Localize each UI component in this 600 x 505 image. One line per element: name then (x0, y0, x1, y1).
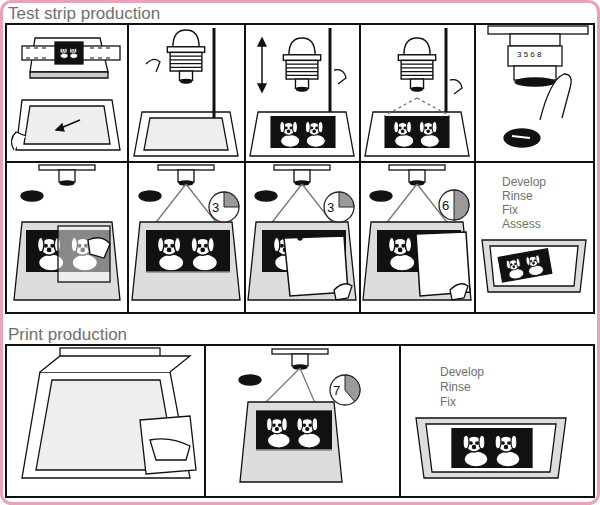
process-step: Fix (440, 396, 456, 409)
aperture-scale: 3 5 6 8 (516, 51, 542, 60)
process-step: Fix (502, 204, 518, 217)
timer-minutes: 3 (327, 201, 334, 215)
process-step: Rinse (502, 190, 533, 203)
section-panel: Print production7 (6, 324, 594, 347)
section-heading: Test strip production (8, 5, 160, 24)
timer-minutes: 6 (442, 199, 449, 213)
timer-minutes: 7 (333, 384, 340, 398)
process-step: Develop (502, 176, 546, 189)
section-panel: Test strip production336 (6, 3, 594, 26)
process-step: Develop (440, 366, 484, 379)
timer-dial: 6 (437, 188, 471, 222)
timer-dial: 7 (328, 373, 362, 407)
process-step: Assess (502, 218, 541, 231)
timer-dial: 3 (322, 190, 356, 224)
timer-minutes: 3 (212, 201, 219, 215)
section-heading: Print production (8, 326, 127, 345)
timer-dial: 3 (207, 190, 241, 224)
process-step: Rinse (440, 381, 471, 394)
